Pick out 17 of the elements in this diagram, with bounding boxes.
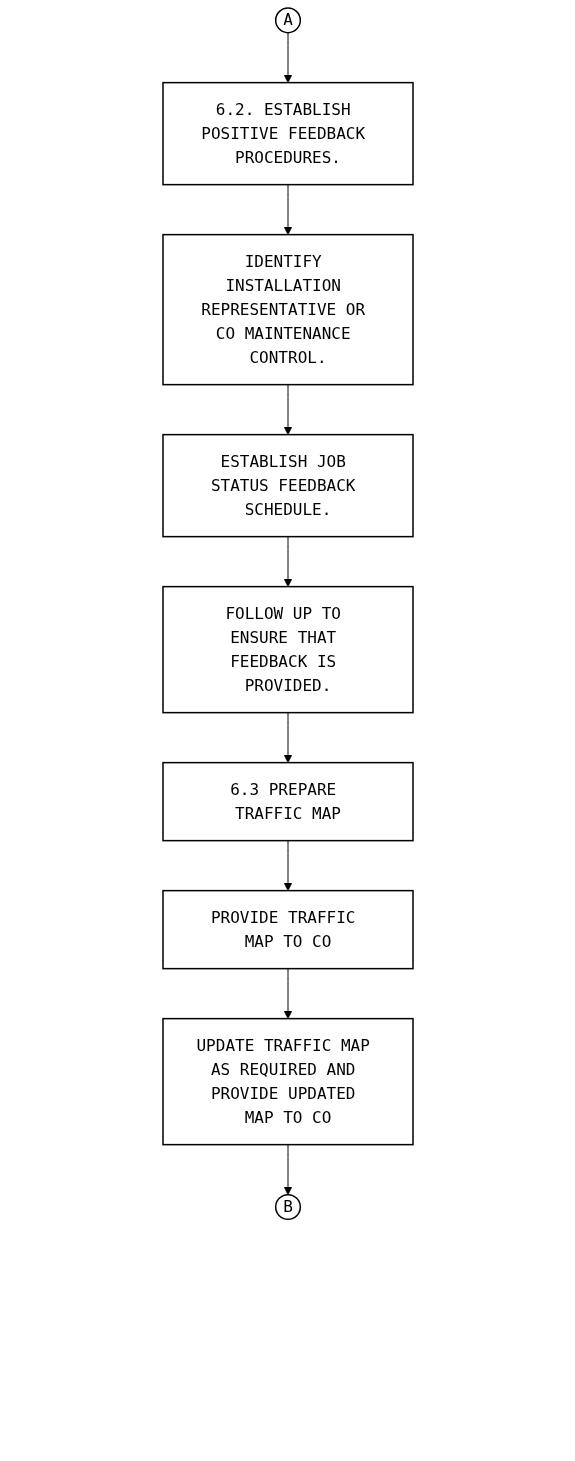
arrow <box>283 968 292 1020</box>
arrow <box>283 712 292 764</box>
node-box: UPDATE TRAFFIC MAP AS REQUIRED AND PROVIDE UPDATED MAP TO CO <box>161 1017 414 1146</box>
node-box: 6.2. ESTABLISH POSITIVE FEEDBACK PROCEDURES. <box>161 81 414 186</box>
arrow <box>283 1144 292 1196</box>
node-box: FOLLOW UP TO ENSURE THAT FEEDBACK IS PROVIDED. <box>161 585 414 714</box>
arrow <box>283 536 292 588</box>
arrow <box>283 184 292 236</box>
node-circle: B <box>274 1193 301 1221</box>
node-box: IDENTIFY INSTALLATION REPRESENTATIVE OR CO MAINTENANCE CONTROL. <box>161 233 414 386</box>
node-box: ESTABLISH JOB STATUS FEEDBACK SCHEDULE. <box>161 433 414 538</box>
arrow <box>283 384 292 436</box>
arrow <box>283 840 292 892</box>
node-circle: A <box>274 7 301 34</box>
node-box: PROVIDE TRAFFIC MAP TO CO <box>161 889 414 970</box>
arrow <box>283 32 292 84</box>
node-box: 6.3 PREPARE TRAFFIC MAP <box>161 761 414 842</box>
